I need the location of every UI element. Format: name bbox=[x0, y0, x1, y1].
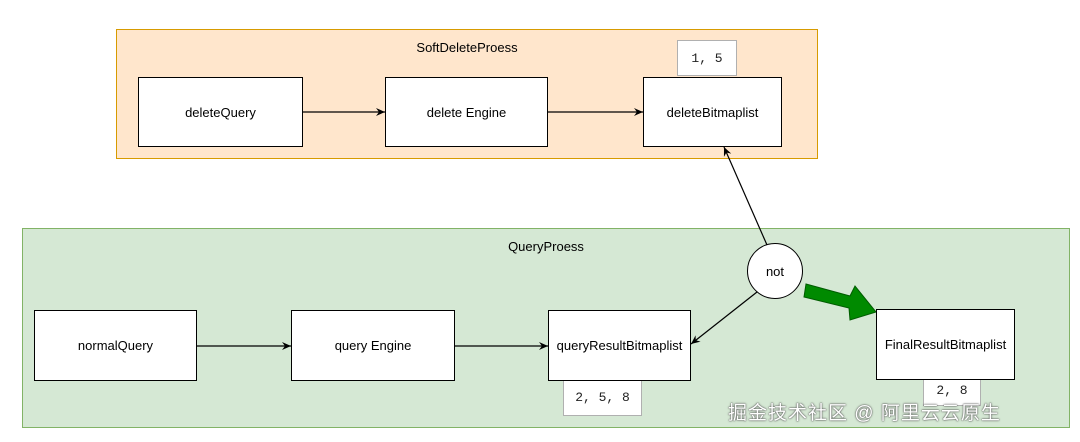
query-engine-label: query Engine bbox=[334, 338, 412, 353]
edge-not-to-finalresult-highlight bbox=[803, 283, 877, 321]
delete-ids-tag: 1, 5 bbox=[677, 40, 737, 76]
delete-bitmaplist-label: deleteBitmaplist bbox=[666, 104, 759, 120]
final-result-bitmaplist-label: FinalResultBitmaplist bbox=[884, 337, 1007, 352]
normal-query-label: normalQuery bbox=[77, 338, 154, 353]
normal-query-node: normalQuery bbox=[34, 310, 197, 381]
final-result-bitmaplist-node: FinalResultBitmaplist bbox=[876, 309, 1015, 380]
final-ids-tag: 2, 8 bbox=[923, 376, 981, 406]
delete-engine-label: delete Engine bbox=[426, 104, 507, 120]
delete-bitmaplist-node: deleteBitmaplist bbox=[643, 77, 782, 147]
delete-query-node: deleteQuery bbox=[138, 77, 303, 147]
query-ids-label: 2, 5, 8 bbox=[575, 390, 630, 405]
delete-ids-label: 1, 5 bbox=[691, 51, 723, 66]
not-operator-label: not bbox=[765, 263, 785, 279]
not-operator-node: not bbox=[747, 243, 803, 299]
query-result-bitmaplist-label: queryResultBitmaplist bbox=[556, 338, 683, 353]
query-ids-tag: 2, 5, 8 bbox=[563, 376, 642, 416]
edge-not-to-deletebitmaplist bbox=[723, 146, 768, 246]
watermark: 掘金技术社区 @ 阿里云云原生 bbox=[728, 403, 1001, 424]
query-result-bitmaplist-node: queryResultBitmaplist bbox=[548, 310, 691, 381]
query-group-title: QueryProess bbox=[508, 239, 584, 254]
query-engine-node: query Engine bbox=[291, 310, 455, 381]
delete-engine-node: delete Engine bbox=[385, 77, 548, 147]
final-ids-label: 2, 8 bbox=[936, 383, 968, 398]
delete-query-label: deleteQuery bbox=[185, 104, 256, 120]
soft-delete-group-title: SoftDeleteProess bbox=[416, 40, 518, 55]
edge-not-to-queryresult bbox=[690, 291, 758, 345]
